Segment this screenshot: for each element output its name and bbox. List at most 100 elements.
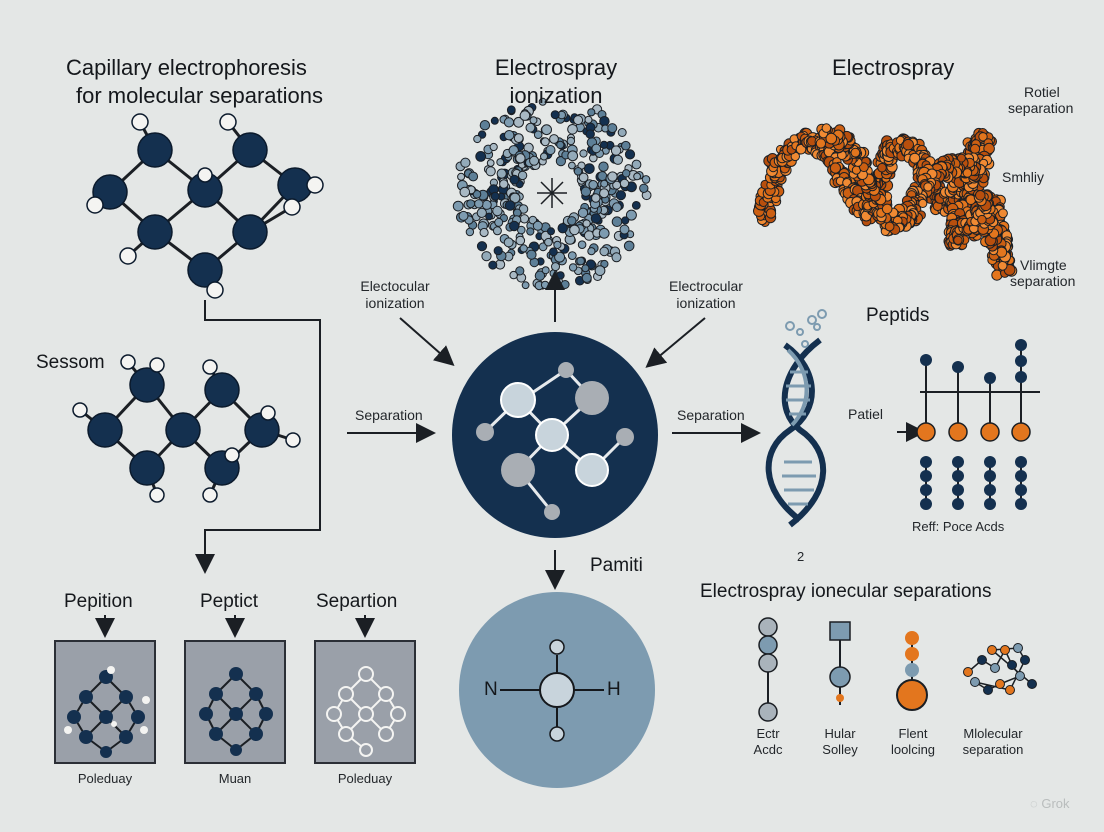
sessom-label: Sessom — [36, 352, 105, 373]
ring-bead — [492, 226, 502, 236]
ring-bead — [641, 175, 651, 184]
orange-bead — [877, 162, 887, 173]
cluster-atom — [1020, 655, 1030, 665]
panel-separtion-molecule — [326, 666, 406, 757]
panel-pepition — [54, 640, 156, 764]
ring-bead — [481, 251, 492, 262]
ring-bead — [611, 252, 622, 263]
molecular-line1: Mlolecular — [963, 726, 1023, 741]
separation-right-label: Separation — [677, 407, 745, 423]
vlimgte-line2: separation — [1010, 273, 1076, 289]
orange-bead — [998, 208, 1008, 219]
orange-bead — [962, 168, 973, 178]
cluster-atom — [1000, 645, 1010, 655]
central-arrows — [347, 270, 926, 590]
cluster-atom — [1007, 660, 1017, 670]
ring-bead — [506, 105, 516, 115]
orange-bead — [881, 203, 893, 215]
ring-bead — [617, 128, 627, 137]
ring-bead — [525, 122, 536, 133]
ring-bead — [551, 262, 560, 272]
ring-bead — [472, 190, 482, 199]
ring-bead — [612, 202, 622, 213]
ring-bead — [509, 220, 520, 232]
ring-bead — [473, 134, 482, 144]
patiel-label: Patiel — [848, 406, 884, 422]
orange-bead — [923, 182, 933, 192]
ring-bead — [509, 270, 518, 280]
ring-bead — [479, 227, 489, 238]
panel-peptict — [184, 640, 286, 764]
ring-bead — [540, 152, 548, 161]
ring-bead — [598, 161, 609, 172]
electrocular-line1: Electrocular — [669, 278, 743, 294]
ring-bead — [533, 130, 543, 139]
panel-pepition-molecule — [64, 666, 150, 758]
ring-bead — [547, 227, 555, 236]
ring-bead — [459, 186, 471, 198]
ring-bead — [549, 247, 558, 257]
cluster-atom — [1027, 679, 1037, 689]
ring-bead — [577, 207, 589, 219]
peptids-label: Peptids — [866, 305, 930, 326]
cluster-bond — [974, 681, 1011, 691]
electrospray-ionecular-heading: Electrospray ionecular separations — [700, 581, 992, 602]
dna-bubbles — [785, 309, 827, 348]
ring-bead — [509, 174, 520, 185]
molecule-middle-left-atoms — [72, 354, 301, 503]
ring-bead — [599, 140, 609, 149]
ectr-line1: Ectr — [756, 726, 780, 741]
ring-bead — [538, 97, 547, 106]
molecule-top-left-atoms — [86, 113, 324, 299]
cluster-atom — [995, 679, 1005, 689]
ring-bead — [532, 220, 543, 231]
ring-bead — [566, 136, 576, 146]
ring-bead — [615, 190, 627, 201]
cluster-atom — [1013, 643, 1023, 653]
ring-bead — [622, 169, 631, 178]
ring-bead — [619, 224, 630, 235]
electocular-line2: ionization — [365, 295, 425, 311]
separtion-label: Separtion — [316, 591, 398, 612]
orange-bead — [884, 221, 895, 232]
ring-bead — [582, 219, 591, 228]
ring-bead — [599, 246, 610, 257]
ring-bead — [541, 266, 550, 275]
ring-bead — [625, 209, 637, 221]
ring-bead — [485, 166, 496, 177]
dna-number: 2 — [797, 549, 805, 564]
poleduay-label-2: Poleduay — [337, 771, 393, 786]
orange-bead — [975, 190, 986, 201]
cluster-atom — [1005, 685, 1015, 695]
ring-bead — [560, 280, 570, 289]
ring-bead — [611, 216, 623, 227]
peptict-label: Peptict — [200, 591, 259, 612]
orange-bead — [829, 162, 842, 174]
panel-peptict-molecule — [199, 667, 273, 756]
ring-bead — [503, 237, 514, 248]
ring-bead — [515, 153, 526, 164]
ring-bead — [492, 205, 503, 217]
flent-line2: loolcing — [890, 742, 936, 757]
ring-bead — [576, 256, 585, 266]
watermark-text: Grok — [1041, 796, 1070, 811]
ring-bead — [479, 120, 491, 131]
ring-bead — [568, 161, 576, 170]
ring-bead — [567, 216, 577, 226]
ring-bead — [485, 212, 494, 221]
ring-bead — [579, 149, 588, 158]
peptide-stick-diagram — [916, 339, 1040, 510]
ring-bead — [573, 115, 584, 126]
hular-line2: Solley — [822, 742, 858, 757]
ring-bead — [544, 237, 553, 247]
ring-bead — [578, 172, 589, 183]
ring-bead — [466, 199, 476, 209]
ring-bead — [458, 210, 469, 221]
ring-bead — [581, 264, 590, 273]
ring-bead — [554, 251, 566, 263]
ring-bead — [504, 200, 516, 211]
bottom-structure-circle — [459, 592, 655, 788]
ring-bead — [513, 133, 524, 144]
ring-bead — [529, 116, 538, 125]
